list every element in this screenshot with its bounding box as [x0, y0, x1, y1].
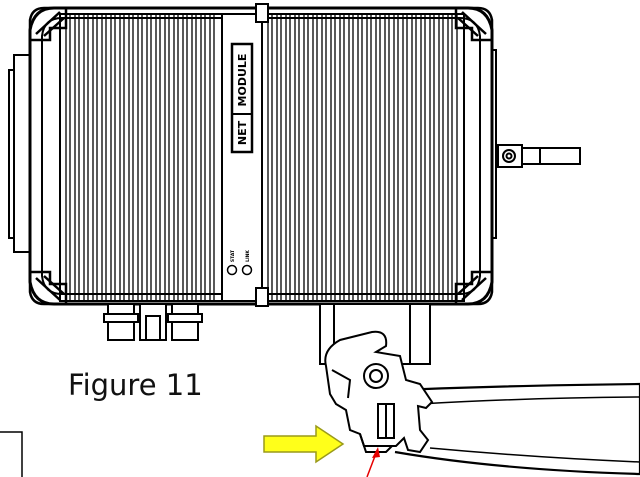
stat-led-label: STAT	[230, 249, 236, 262]
center-label-panel: NET MODULE STAT LINK	[221, 13, 263, 302]
ground-cable-gland	[497, 144, 581, 168]
yellow-arrow-right-icon	[263, 424, 345, 464]
adjacent-box-fragment	[0, 431, 23, 477]
din-rail-inner-edge	[419, 396, 640, 405]
stat-led	[226, 264, 238, 276]
figure-caption: Figure 11	[68, 368, 203, 402]
brand-net-text: NET	[236, 120, 249, 145]
din-rail-lower-edge	[429, 447, 640, 463]
brand-module-text: MODULE	[236, 54, 249, 107]
din-rail	[359, 382, 640, 476]
red-pointer-arrow-icon	[366, 447, 380, 477]
housing-clips	[255, 3, 269, 307]
link-led-label: LINK	[245, 250, 251, 262]
bottom-connectors	[103, 303, 203, 341]
link-led	[241, 264, 253, 276]
corner-bumpers	[28, 6, 494, 306]
heatsink-right	[261, 13, 465, 302]
